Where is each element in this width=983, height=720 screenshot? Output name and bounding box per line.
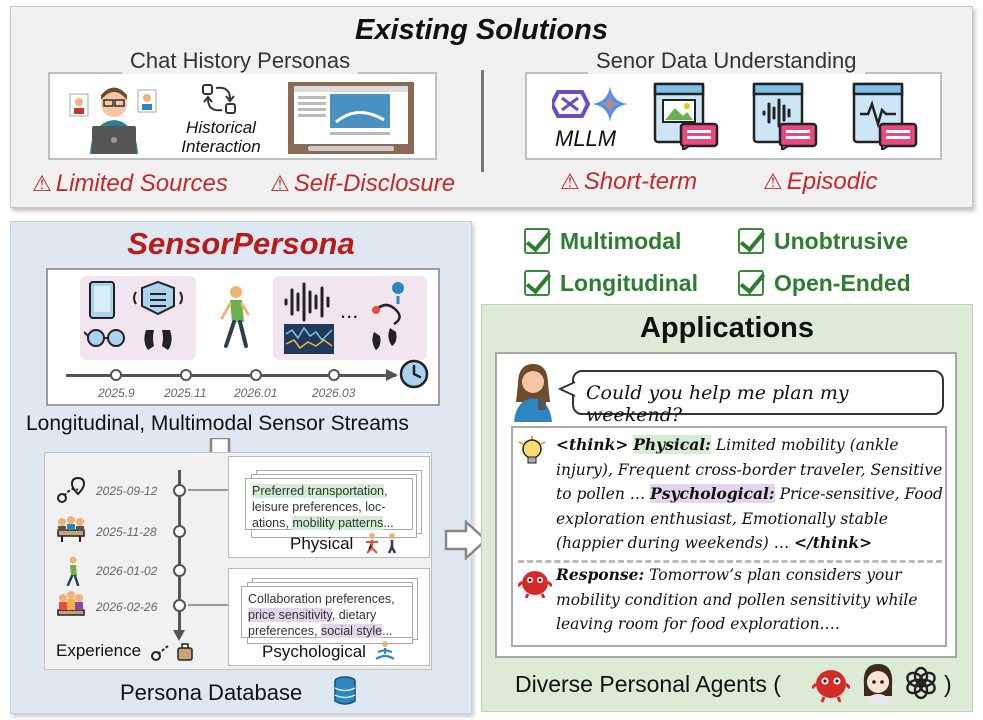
wearable-devices-icon [84, 280, 183, 350]
walking-person-icon [220, 286, 250, 348]
experience-date: 2026-02-26 [96, 600, 158, 614]
existing-solutions-title: Existing Solutions [355, 14, 608, 46]
checkbox-icon [524, 270, 550, 296]
physical-tag: Physical: [633, 435, 711, 454]
user-avatar-icon [514, 364, 552, 422]
reasoning-text: <think> Physical: Limited mobility (ankl… [556, 435, 943, 552]
openai-logo-icon [906, 666, 936, 700]
user-laptop-icon [69, 87, 157, 154]
panel-divider [481, 70, 484, 172]
timeline-date: 2025.9 [98, 386, 135, 400]
timeline-axis [66, 374, 396, 377]
experience-date: 2025-09-12 [96, 484, 158, 498]
psychological-connector [188, 604, 238, 606]
sensor-understanding-title: Senor Data Understanding [588, 48, 865, 74]
agent-robot-icon [518, 571, 552, 598]
reasoning-box [511, 426, 947, 647]
user-query-bubble: Could you help me plan my weekend? [572, 370, 944, 426]
physical-connector [188, 489, 242, 491]
red-agent-icon [812, 670, 850, 703]
sensor-signals-icon [284, 282, 404, 354]
psychological-label: Psychological [262, 642, 366, 661]
timeline-arrow-icon [386, 369, 398, 381]
right-arrow-icon [444, 520, 488, 560]
experience-timeline [178, 470, 181, 636]
agents-close-paren: ) [944, 671, 952, 697]
group-dining-icon [57, 591, 85, 616]
warning-self-disclosure: ⚠Self-Disclosure [270, 170, 456, 197]
bubble-tail-icon [558, 381, 576, 397]
physical-memo: Preferred transportation, leisure prefer… [245, 478, 413, 530]
timeline-node [328, 369, 340, 381]
check-open-ended: Open-Ended [738, 270, 911, 297]
checkbox-icon [524, 228, 550, 254]
experience-date: 2025-11-28 [96, 525, 157, 539]
response-divider [518, 560, 942, 563]
browser-screenshot-icon [288, 82, 414, 154]
experience-date: 2026-01-02 [96, 564, 158, 578]
physical-label: Physical [290, 534, 354, 553]
sensor-streams-caption: Longitudinal, Multimodal Sensor Streams [26, 412, 409, 435]
mllm-label: MLLM [555, 126, 617, 151]
diverse-agents-label: Diverse Personal Agents ( [515, 671, 781, 697]
warning-icon: ⚠ [32, 171, 52, 196]
timeline-date: 2026.03 [312, 386, 356, 400]
warning-short-term: ⚠Short-term [560, 168, 698, 195]
clock-icon [399, 359, 429, 389]
check-longitudinal: Longitudinal [524, 270, 698, 297]
experience-icons [151, 643, 193, 661]
experience-node [173, 484, 186, 497]
experience-node [173, 564, 186, 577]
meditation-icon [375, 641, 395, 660]
warning-icon: ⚠ [763, 169, 783, 194]
warning-icon: ⚠ [270, 171, 290, 196]
applications-title: Applications [639, 312, 814, 344]
warning-icon: ⚠ [560, 169, 580, 194]
meeting-icon [57, 516, 85, 542]
check-multimodal: Multimodal [524, 228, 681, 255]
image-document-icon [653, 82, 719, 150]
experience-label: Experience [56, 641, 142, 660]
database-icon [334, 676, 356, 705]
warning-episodic: ⚠Episodic [763, 168, 878, 195]
sensorpersona-title: SensorPersona [127, 226, 355, 261]
timeline-node [110, 369, 122, 381]
assistant-avatar-icon [863, 664, 893, 704]
audio-document-icon [752, 82, 818, 150]
checkbox-icon [738, 228, 764, 254]
timeline-date: 2025.11 [164, 386, 207, 400]
mllm-logos-icon [552, 86, 628, 122]
historical-interaction-label: Historical Interaction [181, 118, 261, 156]
psychological-tag: Psychological: [650, 484, 775, 503]
psychological-memo: Collaboration preferences, price sensiti… [241, 586, 413, 638]
timeline-date: 2026.01 [234, 386, 278, 400]
route-icon [57, 476, 86, 503]
experience-node [173, 599, 186, 612]
checkbox-icon [738, 270, 764, 296]
lightbulb-icon [518, 436, 546, 464]
experience-arrow-icon [173, 630, 185, 641]
warning-limited-sources: ⚠Limited Sources [32, 170, 228, 197]
response-text: Response: Tomorrow’s plan considers your… [556, 565, 918, 633]
signals-ellipsis: ... [340, 298, 359, 323]
signal-document-icon [852, 82, 918, 150]
experience-node [173, 525, 186, 538]
walking-icon [66, 556, 80, 586]
chat-history-title: Chat History Personas [122, 48, 359, 74]
persona-database-caption: Persona Database [120, 680, 303, 705]
physical-people-icon [366, 533, 397, 554]
sync-arrows-icon [202, 84, 236, 114]
timeline-node [250, 369, 262, 381]
check-unobtrusive: Unobtrusive [738, 228, 908, 255]
timeline-node [180, 369, 192, 381]
